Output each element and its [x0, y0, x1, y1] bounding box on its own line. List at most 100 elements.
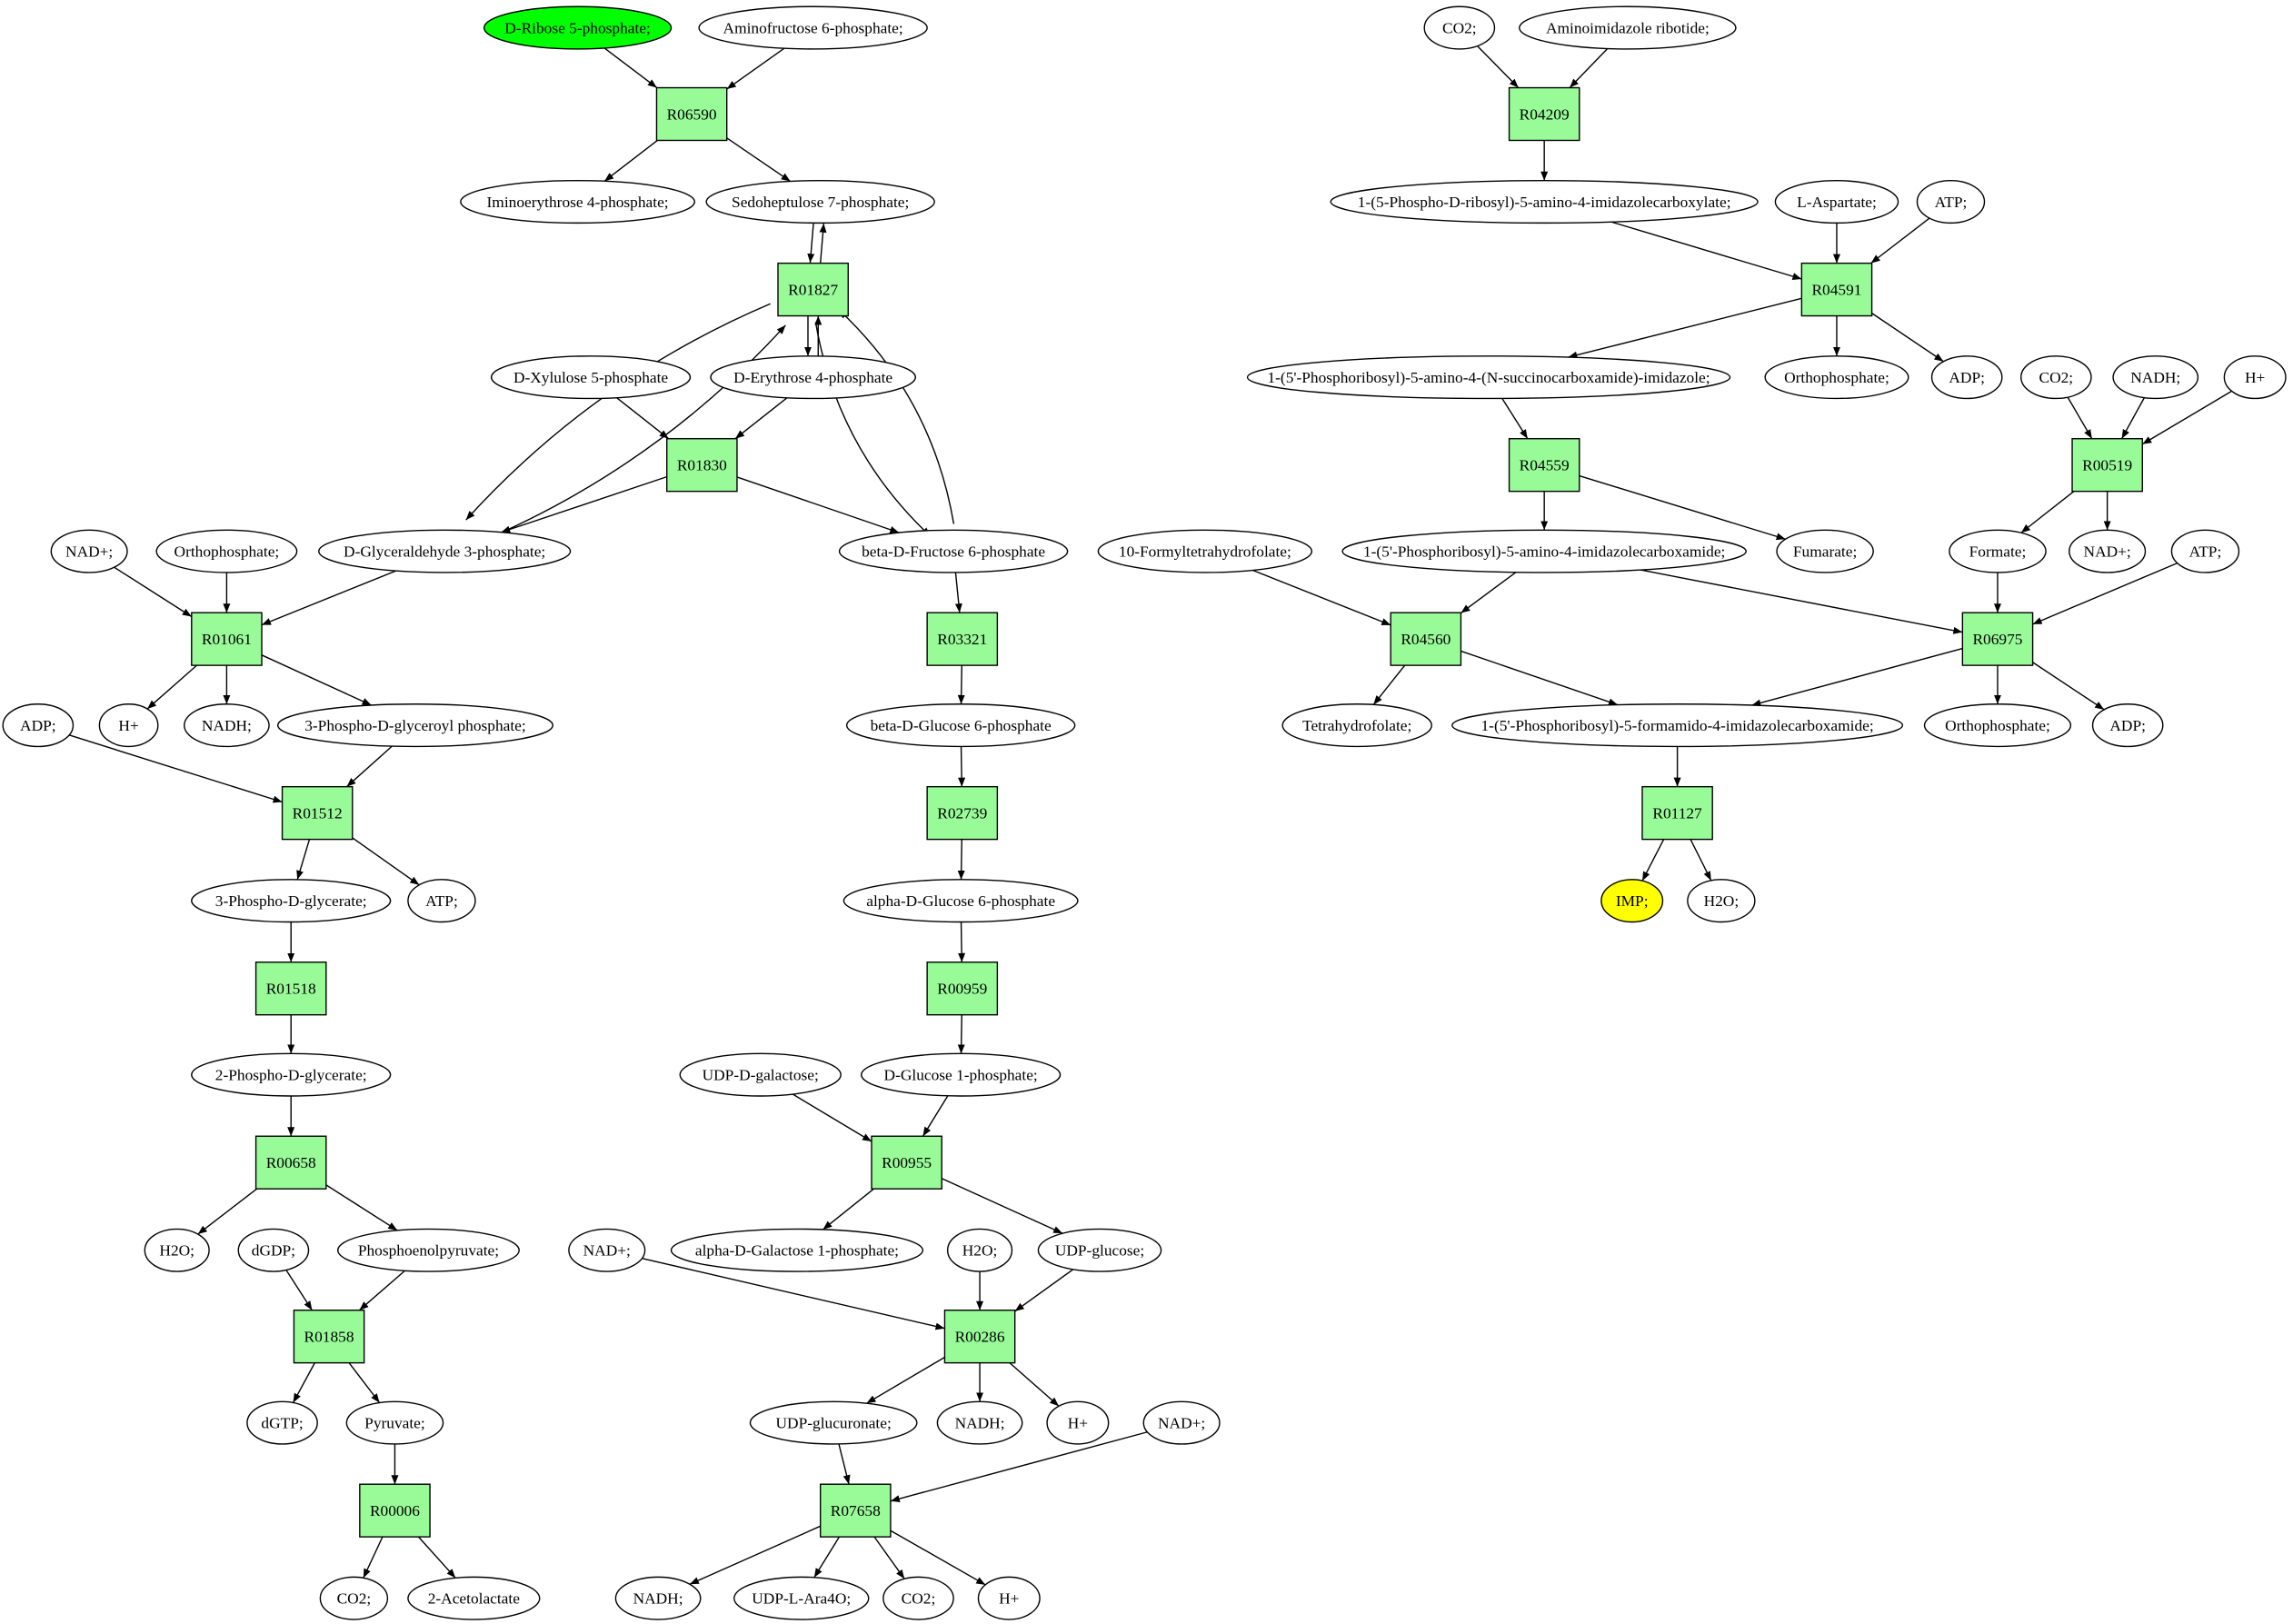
- metabolite-node-nadh-4[interactable]: NADH;: [2112, 355, 2199, 400]
- metabolite-node-d-ribose-5-phosphate[interactable]: D-Ribose 5-phosphate;: [483, 5, 673, 50]
- node-label: NAD+;: [583, 1242, 631, 1260]
- metabolite-node-co2[interactable]: CO2;: [2020, 355, 2092, 400]
- metabolite-node-udp-d-galactose[interactable]: UDP-D-galactose;: [679, 1052, 842, 1097]
- reaction-node-r01061-1[interactable]: R01061: [191, 612, 263, 666]
- metabolite-node-tetrahydrofolate[interactable]: Tetrahydrofolate;: [1281, 703, 1432, 748]
- metabolite-node-atp-2[interactable]: ATP;: [1916, 180, 1986, 224]
- metabolite-node-d-glucose-1-phosphate[interactable]: D-Glucose 1-phosphate;: [861, 1052, 1062, 1097]
- metabolite-node-nadh-3[interactable]: NADH;: [614, 1576, 702, 1620]
- reaction-node-r04209-9[interactable]: R04209: [1508, 86, 1580, 142]
- metabolite-node-alpha-d-glucose-6-phosphate[interactable]: alpha-D-Glucose 6-phosphate: [842, 879, 1079, 923]
- metabolite-node-h2o-3[interactable]: H2O;: [1687, 879, 1756, 923]
- metabolite-node-nadh-1[interactable]: NADH;: [184, 703, 270, 748]
- metabolite-node-h-2[interactable]: H+: [1046, 1400, 1110, 1445]
- metabolite-node-h-4[interactable]: H+: [2223, 355, 2287, 400]
- metabolite-node-nad-3[interactable]: NAD+;: [1142, 1400, 1221, 1445]
- metabolite-node-nad-2[interactable]: NAD+;: [568, 1228, 646, 1272]
- reaction-node-r00519-9[interactable]: R00519: [2071, 438, 2143, 493]
- node-label: 2-Phospho-D-glycerate;: [215, 1067, 367, 1084]
- metabolite-node-3-phospho-d-glyceroyl-phosphate[interactable]: 3-Phospho-D-glyceroyl phosphate;: [277, 703, 553, 748]
- reaction-node-r01518-8[interactable]: R01518: [254, 961, 327, 1016]
- reaction-node-r00955-5[interactable]: R00955: [871, 1135, 942, 1190]
- reaction-node-r04560-0[interactable]: R04560: [1390, 612, 1462, 666]
- metabolite-node-pyruvate[interactable]: Pyruvate;: [345, 1400, 444, 1445]
- metabolite-node-h-3[interactable]: H+: [977, 1576, 1041, 1620]
- metabolite-node-1-5-phosphoribosyl-5-formamido-4-imidazolecarboxamide[interactable]: 1-(5'-Phosphoribosyl)-5-formamido-4-imid…: [1451, 703, 1904, 748]
- reaction-node-r01830-0[interactable]: R01830: [666, 438, 738, 493]
- metabolite-node-beta-d-fructose-6-phosphate[interactable]: beta-D-Fructose 6-phosphate: [838, 529, 1069, 573]
- node-label: R06590: [667, 106, 717, 124]
- metabolite-node-co2[interactable]: CO2;: [319, 1576, 389, 1620]
- metabolite-node-orthophosphate-2[interactable]: Orthophosphate;: [1764, 355, 1909, 400]
- metabolite-node-1-5-phospho-d-ribosyl-5-amino-4-imidazolecarboxylate[interactable]: 1-(5-Phospho-D-ribosyl)-5-amino-4-imidaz…: [1330, 180, 1759, 224]
- metabolite-node-udp-l-ara4o[interactable]: UDP-L-Ara4O;: [733, 1576, 870, 1620]
- metabolite-node-1-5-phosphoribosyl-5-amino-4-imidazolecarboxamide[interactable]: 1-(5'-Phosphoribosyl)-5-amino-4-imidazol…: [1341, 529, 1747, 573]
- metabolite-ellipse: [277, 703, 553, 748]
- metabolite-node-beta-d-glucose-6-phosphate[interactable]: beta-D-Glucose 6-phosphate: [845, 703, 1076, 748]
- metabolite-node-d-erythrose-4-phosphate[interactable]: D-Erythrose 4-phosphate: [710, 355, 916, 400]
- metabolite-ellipse: [845, 703, 1076, 748]
- reaction-node-r01512-2[interactable]: R01512: [281, 785, 354, 841]
- metabolite-node-phosphoenolpyruvate[interactable]: Phosphoenolpyruvate;: [336, 1228, 520, 1272]
- metabolite-node-l-aspartate[interactable]: L-Aspartate;: [1774, 180, 1899, 224]
- reaction-node-r00286-6[interactable]: R00286: [943, 1310, 1016, 1364]
- metabolite-node-nadh-2[interactable]: NADH;: [936, 1400, 1023, 1445]
- metabolite-node-2-phospho-d-glycerate[interactable]: 2-Phospho-D-glycerate;: [191, 1052, 392, 1097]
- reaction-box: [1390, 612, 1462, 666]
- metabolite-ellipse: [1341, 529, 1747, 573]
- metabolite-node-d-xylulose-5-phosphate[interactable]: D-Xylulose 5-phosphate: [490, 355, 692, 400]
- metabolite-node-dgdp[interactable]: dGDP;: [237, 1228, 310, 1272]
- reaction-node-r01127-7[interactable]: R01127: [1641, 785, 1713, 841]
- metabolite-node-orthophosphate-1[interactable]: Orthophosphate;: [155, 529, 298, 573]
- reaction-node-r01827-7[interactable]: R01827: [777, 262, 849, 317]
- metabolite-node-sedoheptulose-7-phosphate[interactable]: Sedoheptulose 7-phosphate;: [705, 180, 935, 224]
- edge-aicar-to-R04560: [1461, 572, 1517, 614]
- reaction-node-r01858-8[interactable]: R01858: [293, 1310, 365, 1364]
- metabolite-node-udp-glucuronate[interactable]: UDP-glucuronate;: [749, 1400, 918, 1445]
- metabolite-node-alpha-d-galactose-1-phosphate[interactable]: alpha-D-Galactose 1-phosphate;: [670, 1228, 924, 1272]
- metabolite-node-adp-1[interactable]: ADP;: [2, 703, 75, 748]
- metabolite-node-2-acetolactate[interactable]: 2-Acetolactate: [407, 1576, 541, 1620]
- reaction-node-r04591-1[interactable]: R04591: [1800, 262, 1873, 317]
- metabolite-ellipse: [184, 703, 270, 748]
- metabolite-node-atp-3[interactable]: ATP;: [2170, 529, 2240, 573]
- metabolite-node-iminoerythrose-4-phosphate[interactable]: Iminoerythrose 4-phosphate;: [460, 180, 696, 224]
- metabolite-node-imp[interactable]: IMP;: [1600, 879, 1664, 923]
- node-label: R01858: [304, 1329, 354, 1346]
- metabolite-node-nad-4[interactable]: NAD+;: [2069, 529, 2147, 573]
- metabolite-node-fumarate[interactable]: Fumarate;: [1776, 529, 1874, 573]
- reaction-node-r00959-9[interactable]: R00959: [926, 961, 999, 1016]
- metabolite-node-1-5-phosphoribosyl-5-amino-4-n-succinocarboxamide-imidazole[interactable]: 1-(5'-Phosphoribosyl)-5-amino-4-(N-succi…: [1246, 355, 1731, 400]
- metabolite-node-aminoimidazole-ribotide[interactable]: Aminoimidazole ribotide;: [1519, 5, 1737, 50]
- metabolite-node-orthophosphate-3[interactable]: Orthophosphate;: [1923, 703, 2072, 748]
- reaction-box: [666, 438, 738, 493]
- metabolite-node-atp-1[interactable]: ATP;: [407, 879, 476, 923]
- metabolite-node-formate[interactable]: Formate;: [1949, 529, 2047, 573]
- reaction-node-r03321-1[interactable]: R03321: [926, 612, 999, 666]
- reaction-node-r04559-9[interactable]: R04559: [1508, 438, 1580, 493]
- metabolite-ellipse: [1423, 5, 1496, 50]
- metabolite-node-10-formyltetrahydrofolate[interactable]: 10-Formyltetrahydrofolate;: [1097, 529, 1313, 573]
- metabolite-node-h-1[interactable]: H+: [98, 703, 159, 748]
- reaction-node-r00006-6[interactable]: R00006: [359, 1483, 431, 1538]
- reaction-node-r00658-8[interactable]: R00658: [254, 1135, 327, 1190]
- metabolite-node-d-glyceraldehyde-3-phosphate[interactable]: D-Glyceraldehyde 3-phosphate;: [318, 529, 572, 573]
- metabolite-node-udp-glucose[interactable]: UDP-glucose;: [1037, 1228, 1162, 1272]
- metabolite-node-dgtp[interactable]: dGTP;: [246, 1400, 318, 1445]
- reaction-node-r07658-8[interactable]: R07658: [819, 1483, 892, 1538]
- reaction-node-r06590-0[interactable]: R06590: [655, 86, 728, 142]
- metabolite-node-co2[interactable]: CO2;: [1423, 5, 1496, 50]
- metabolite-node-co2[interactable]: CO2;: [882, 1576, 954, 1620]
- node-label: D-Glyceraldehyde 3-phosphate;: [344, 543, 545, 561]
- metabolite-node-nad-1[interactable]: NAD+;: [50, 529, 128, 573]
- metabolite-node-3-phospho-d-glycerate[interactable]: 3-Phospho-D-glycerate;: [191, 879, 392, 923]
- metabolite-node-adp-2[interactable]: ADP;: [1930, 355, 2003, 400]
- metabolite-node-h2o-2[interactable]: H2O;: [946, 1228, 1013, 1272]
- edge-e4p-to-R01830: [734, 397, 788, 440]
- metabolite-node-aminofructose-6-phosphate[interactable]: Aminofructose 6-phosphate;: [698, 5, 928, 50]
- reaction-node-r02739-9[interactable]: R02739: [926, 785, 999, 841]
- metabolite-node-h2o-1[interactable]: H2O;: [144, 1228, 210, 1272]
- reaction-node-r06975-5[interactable]: R06975: [1961, 612, 2034, 666]
- edge-atp3-to-R06975: [2032, 562, 2178, 625]
- metabolite-node-adp-3[interactable]: ADP;: [2091, 703, 2164, 748]
